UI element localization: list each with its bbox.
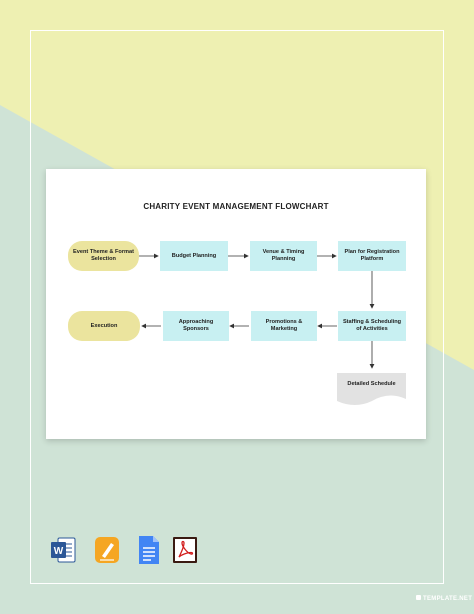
flowchart-document: CHARITY EVENT MANAGEMENT FLOWCHART Event…: [46, 169, 426, 439]
google-docs-icon[interactable]: [136, 535, 162, 565]
word-icon[interactable]: W: [50, 535, 76, 565]
node-approaching-sponsors: Approaching Sponsors: [163, 311, 229, 341]
node-execution: Execution: [68, 311, 140, 341]
brand-logo-mark: [416, 595, 421, 600]
flow-arrows: [139, 253, 406, 405]
node-registration-platform: Plan for Registration Platform: [338, 241, 406, 271]
detailed-schedule-shape: [337, 373, 406, 405]
node-detailed-schedule: Detailed Schedule: [347, 380, 396, 387]
pages-icon[interactable]: [94, 535, 120, 565]
node-promotions-marketing: Promotions & Marketing: [251, 311, 317, 341]
brand-label: TEMPLATE.NET: [423, 596, 473, 602]
svg-text:W: W: [54, 546, 64, 557]
node-budget-planning: Budget Planning: [160, 241, 228, 271]
flowchart-title: CHARITY EVENT MANAGEMENT FLOWCHART: [143, 202, 329, 211]
node-staffing-scheduling: Staffing & Scheduling of Activities: [338, 311, 406, 341]
pdf-icon[interactable]: [172, 535, 198, 565]
decorative-frame: [30, 30, 444, 584]
template-net-watermark: TEMPLATE.NET: [416, 595, 472, 602]
node-venue-timing: Venue & Timing Planning: [250, 241, 317, 271]
node-event-theme: Event Theme & Format Selection: [68, 241, 139, 271]
